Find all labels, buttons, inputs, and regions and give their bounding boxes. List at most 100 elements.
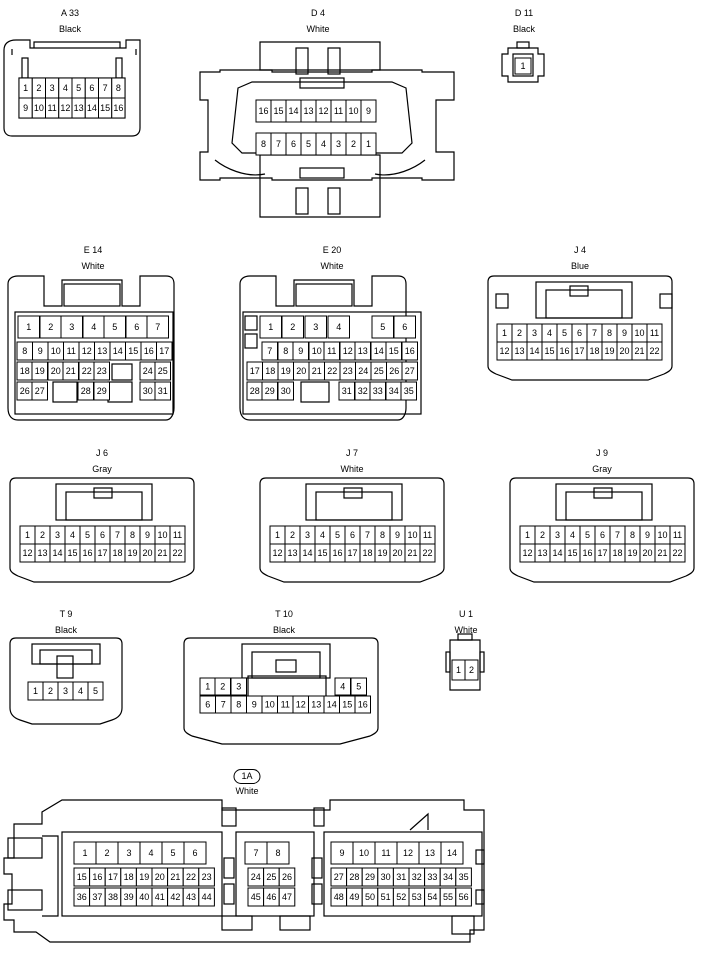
pin-number-j4: 15 xyxy=(544,346,554,356)
pin-number-j4: 11 xyxy=(650,328,659,338)
connector-1a-id: 1A xyxy=(233,769,261,784)
pin-number-e20: 20 xyxy=(296,366,306,376)
pin-number-j6: 10 xyxy=(157,530,167,540)
pin-number-1a: 53 xyxy=(412,892,422,902)
terminal-cell xyxy=(360,132,377,156)
terminal-cell xyxy=(350,677,367,696)
pin-number-1a: 28 xyxy=(349,872,359,882)
pin-number-d4: 8 xyxy=(261,139,266,149)
pin-number-d4: 5 xyxy=(306,139,311,149)
pin-number-e14: 14 xyxy=(113,346,123,356)
connector-d4-color: White xyxy=(306,24,330,34)
pin-number-1a: 54 xyxy=(427,892,437,902)
pin-number-a33: 15 xyxy=(100,103,110,113)
terminal-cell xyxy=(278,887,296,907)
pin-number-e20: 35 xyxy=(404,386,414,396)
pin-number-e14: 1 xyxy=(26,322,31,332)
terminal-cell xyxy=(230,677,247,696)
pin-number-j7: 8 xyxy=(380,530,385,540)
pin-number-j7: 18 xyxy=(362,548,372,558)
pin-number-1a: 18 xyxy=(124,872,134,882)
terminal-cell xyxy=(87,681,104,701)
pin-number-1a: 36 xyxy=(77,892,87,902)
pin-number-1a: 34 xyxy=(443,872,453,882)
connector-j6-id: J 6 xyxy=(95,448,109,458)
pin-number-1a: 33 xyxy=(427,872,437,882)
connector-j4-housing xyxy=(487,275,673,381)
pin-number-e20: 26 xyxy=(389,366,399,376)
pin-number-j9: 6 xyxy=(600,530,605,540)
pin-number-t9: 1 xyxy=(33,686,38,696)
pin-number-1a: 20 xyxy=(155,872,165,882)
pin-number-j9: 4 xyxy=(570,530,575,540)
connector-j7-color: White xyxy=(340,464,364,474)
pin-number-e14: 23 xyxy=(97,366,107,376)
pin-number-1a: 15 xyxy=(77,872,87,882)
pin-number-j7: 19 xyxy=(377,548,387,558)
pin-number-t9: 2 xyxy=(48,686,53,696)
terminal-cell xyxy=(31,381,48,401)
pin-number-j9: 21 xyxy=(657,548,667,558)
pin-number-j9: 14 xyxy=(552,548,562,558)
pin-number-j6: 15 xyxy=(67,548,77,558)
pin-number-e14: 27 xyxy=(35,386,45,396)
pin-number-e20: 7 xyxy=(267,346,272,356)
pin-number-j7: 10 xyxy=(407,530,417,540)
pin-number-e14: 17 xyxy=(159,346,169,356)
pin-number-e14: 9 xyxy=(38,346,43,356)
pin-number-e20: 21 xyxy=(312,366,322,376)
pin-number-t10: 7 xyxy=(221,700,226,710)
pin-number-e14: 2 xyxy=(48,322,53,332)
connector-u1-id: U 1 xyxy=(458,609,474,619)
pin-number-j6: 13 xyxy=(37,548,47,558)
pin-number-1a: 19 xyxy=(139,872,149,882)
pin-number-j6: 1 xyxy=(25,530,30,540)
pin-number-j4: 10 xyxy=(634,328,644,338)
pin-number-e20: 12 xyxy=(343,346,353,356)
pin-number-e20: 5 xyxy=(380,322,385,332)
terminal-cell xyxy=(281,315,304,339)
pin-number-j7: 1 xyxy=(275,530,280,540)
pin-number-j4: 14 xyxy=(529,346,539,356)
pin-number-t9: 3 xyxy=(63,686,68,696)
pin-number-d11: 1 xyxy=(520,61,525,71)
connector-u1-housing xyxy=(445,633,485,691)
terminal-cell xyxy=(304,315,327,339)
pin-number-j4: 19 xyxy=(604,346,614,356)
pin-number-j9: 12 xyxy=(522,548,532,558)
terminal-cell xyxy=(669,543,686,563)
pin-number-1a: 35 xyxy=(459,872,469,882)
pin-number-e14: 12 xyxy=(82,346,92,356)
pin-number-1a: 9 xyxy=(339,848,344,858)
pin-number-e20: 13 xyxy=(358,346,368,356)
connector-d11-color: Black xyxy=(512,24,536,34)
connector-1a-color: White xyxy=(235,786,259,796)
pin-number-j9: 3 xyxy=(555,530,560,540)
pin-number-e20: 17 xyxy=(250,366,260,376)
pin-number-e20: 30 xyxy=(281,386,291,396)
pin-number-j4: 12 xyxy=(499,346,509,356)
pin-number-e14: 25 xyxy=(158,366,168,376)
pin-number-j7: 4 xyxy=(320,530,325,540)
pin-number-e20: 18 xyxy=(265,366,275,376)
connector-t9-id: T 9 xyxy=(59,609,73,619)
pin-number-j6: 9 xyxy=(145,530,150,540)
pin-number-j6: 21 xyxy=(157,548,167,558)
pin-number-1a: 44 xyxy=(202,892,212,902)
connector-e14-color: White xyxy=(81,261,105,271)
pin-number-d4: 14 xyxy=(288,106,298,116)
pin-number-1a: 43 xyxy=(186,892,196,902)
pin-number-1a: 51 xyxy=(381,892,391,902)
pin-number-1a: 56 xyxy=(459,892,469,902)
pin-number-1a: 39 xyxy=(124,892,134,902)
terminal-cell xyxy=(455,887,472,907)
pin-number-j9: 17 xyxy=(597,548,607,558)
pin-number-d4: 3 xyxy=(336,139,341,149)
pin-number-t10: 15 xyxy=(342,700,352,710)
pin-number-j7: 9 xyxy=(395,530,400,540)
pin-number-1a: 52 xyxy=(396,892,406,902)
pin-number-j4: 7 xyxy=(592,328,597,338)
pin-number-a33: 4 xyxy=(63,83,68,93)
pin-number-e14: 24 xyxy=(143,366,153,376)
pin-number-e20: 31 xyxy=(342,386,352,396)
